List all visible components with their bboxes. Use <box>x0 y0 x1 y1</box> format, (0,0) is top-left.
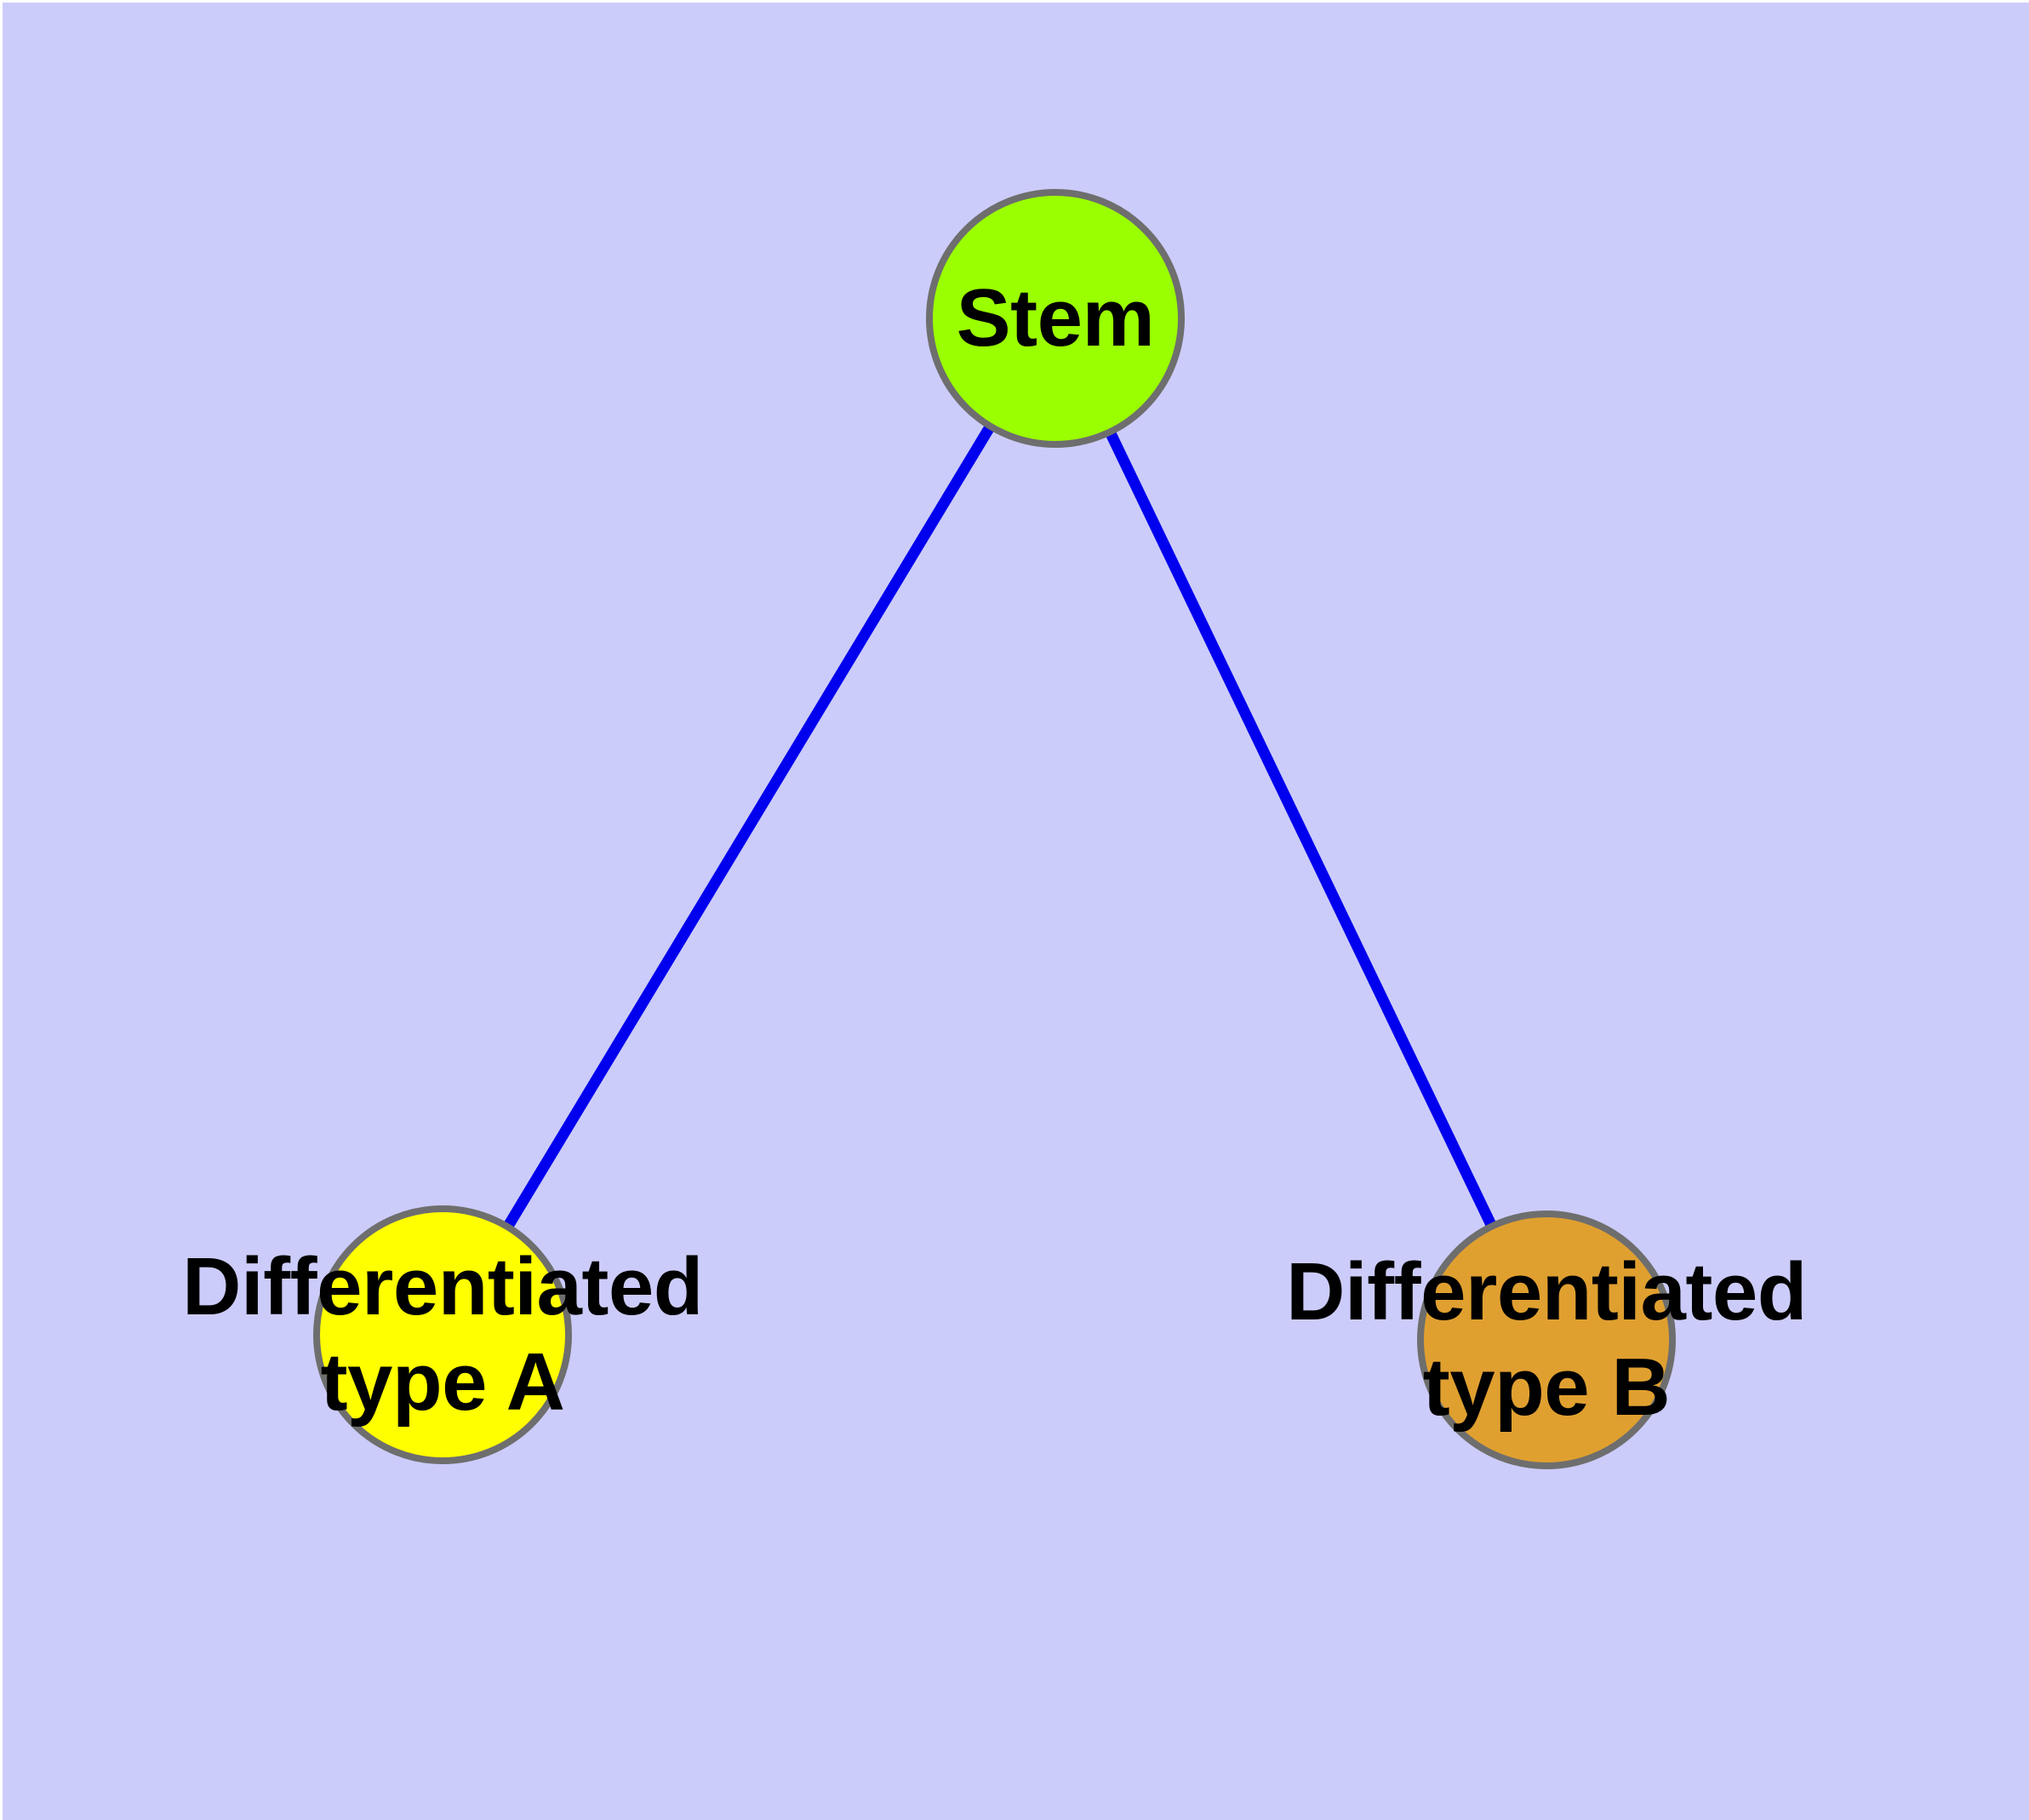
edge-stem-to-diff-b[interactable] <box>1050 316 1552 1342</box>
node-layer <box>313 189 1676 1469</box>
node-stem[interactable] <box>926 189 1185 448</box>
node-differentiated-type-a[interactable] <box>313 1205 572 1464</box>
edge-layer <box>437 315 1552 1342</box>
node-differentiated-type-b[interactable] <box>1417 1210 1676 1469</box>
edge-stem-to-diff-a[interactable] <box>437 315 1060 1338</box>
